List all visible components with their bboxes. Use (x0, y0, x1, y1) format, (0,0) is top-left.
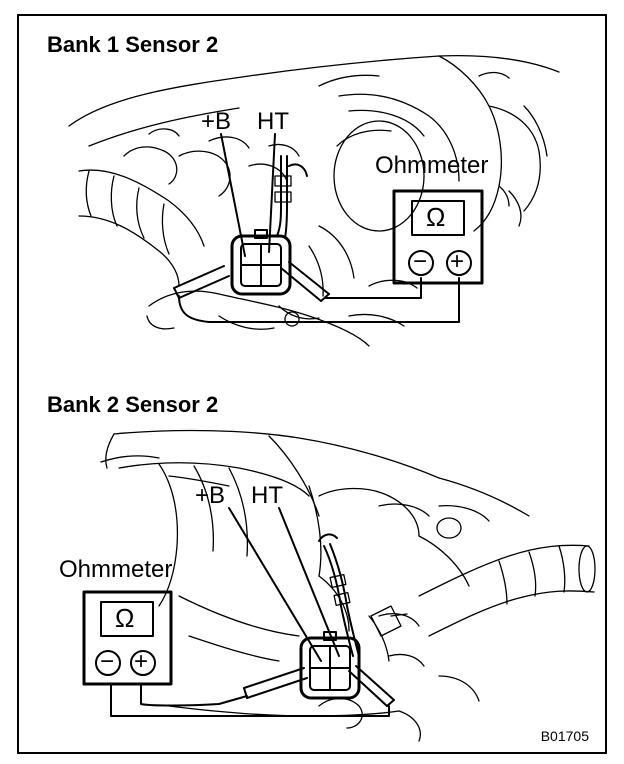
minus-icon: − (413, 248, 428, 275)
panel2-leader-ht (278, 507, 340, 657)
minus-icon: − (100, 648, 115, 675)
panel2-ohmmeter-label: Ohmmeter (59, 556, 173, 583)
panel2-drawing (82, 429, 596, 742)
panel1-sensor-wire (274, 155, 308, 239)
panel2-probe-right (348, 665, 395, 707)
plus-icon: + (134, 648, 149, 675)
panel2-probe-left (243, 667, 308, 699)
panel1-engine-outline (68, 55, 560, 347)
panel1-minus-terminal (408, 250, 434, 276)
panel2-lead-plus (140, 683, 248, 707)
panel1-plus-terminal (446, 250, 472, 276)
panel1-ohmmeter-label: Ohmmeter (375, 152, 489, 179)
panel1-drawing (68, 55, 560, 347)
panel2-label-b: +B (195, 482, 226, 509)
panel2-ohmmeter (82, 590, 173, 686)
panel1-leader-ht (268, 133, 276, 253)
panel1-ohmmeter (392, 189, 484, 285)
panel1-lead-plus (178, 277, 460, 323)
ohm-icon: Ω (115, 603, 135, 633)
panel2-engine-outline (100, 429, 596, 742)
panel1-label-b: +B (201, 108, 232, 135)
panel2-label-ht: HT (251, 482, 283, 509)
panel1-leader-b (220, 133, 246, 257)
panel1-lead-minus (324, 277, 422, 299)
panel2-lead-minus (110, 683, 390, 717)
diagram-frame: Bank 1 Sensor 2 (17, 14, 607, 754)
panel2-title: Bank 2 Sensor 2 (47, 392, 219, 417)
panel2-plus-terminal (130, 650, 156, 676)
panel2-minus-terminal (95, 650, 121, 676)
panel1-connector (230, 229, 292, 296)
panel1-label-ht: HT (257, 108, 289, 135)
ohm-icon: Ω (426, 202, 446, 232)
plus-icon: + (450, 248, 465, 275)
panel1-title: Bank 1 Sensor 2 (47, 32, 219, 57)
panel2-leader-b (228, 507, 322, 662)
figure-code: B01705 (540, 728, 589, 744)
